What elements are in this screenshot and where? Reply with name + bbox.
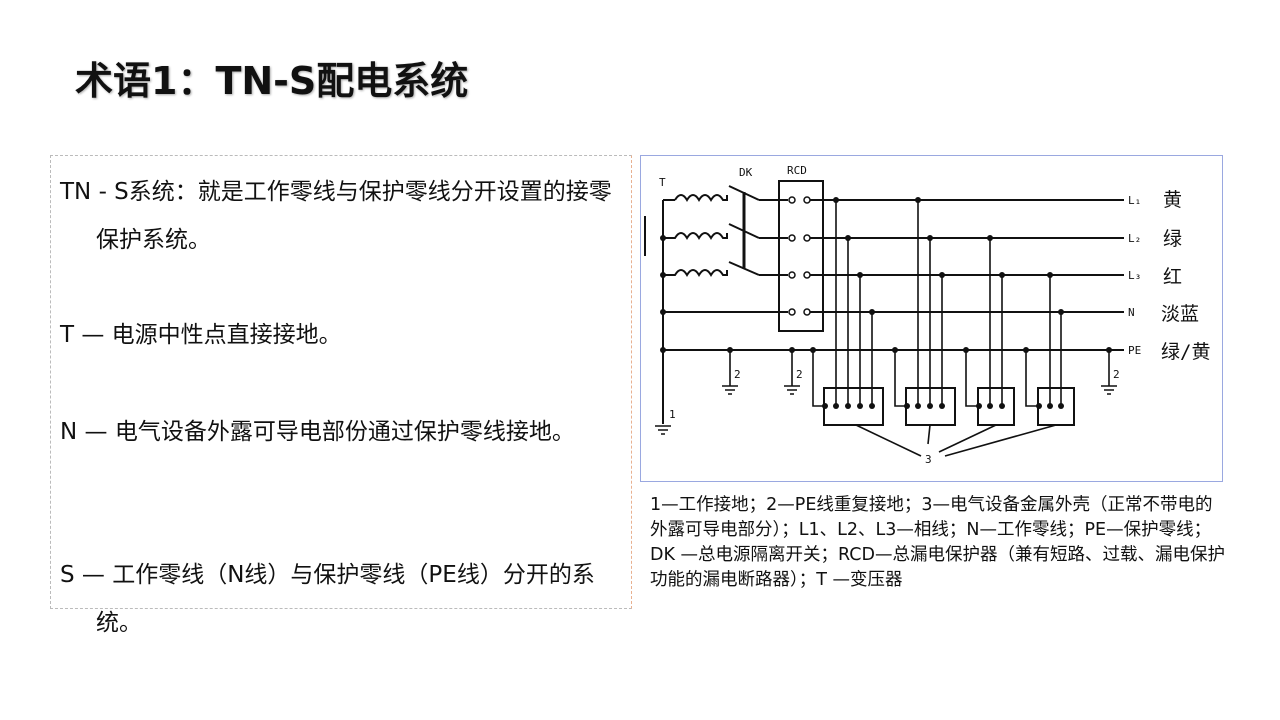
wires [644,180,1124,457]
label-ground-2: 2 [734,368,741,381]
definition-n: N — 电气设备外露可导电部份通过保护零线接地。 [60,419,575,445]
slide-title: 术语1：TN-S配电系统 [75,59,469,103]
color-N: 淡蓝 [1161,303,1199,325]
definition-tns: TN - S系统：就是工作零线与保护零线分开设置的接零保护系统。 [60,179,612,253]
text-box [50,155,632,609]
label-ground-2: 2 [1113,368,1120,381]
label-equipment-3: 3 [925,453,932,466]
color-L2: 绿 [1163,228,1182,250]
label-T: T [659,176,666,189]
color-L1: 黄 [1163,189,1182,211]
label-PE: PE [1128,344,1141,357]
label-RCD: RCD [787,164,807,177]
label-ground-2: 2 [796,368,803,381]
color-L3: 红 [1163,266,1182,288]
label-L3: L₃ [1128,269,1141,282]
definition-t: T — 电源中性点直接接地。 [60,322,342,348]
color-PE: 绿/黄 [1161,341,1210,363]
definition-s: S — 工作零线（N线）与保护零线（PE线）分开的系统。 [60,562,595,636]
label-L1: L₁ [1128,194,1141,207]
tns-wiring-diagram: T DK RCD L₁ L₂ L₃ N PE 1 2 2 2 3 黄 绿 红 淡… [640,155,1223,482]
diagram-caption: 1—工作接地；2—PE线重复接地；3—电气设备金属外壳（正常不带电的外露可导电部… [650,495,1225,590]
label-ground-1: 1 [669,408,676,421]
label-L2: L₂ [1128,232,1141,245]
label-DK: DK [739,166,753,179]
label-N: N [1128,306,1135,319]
